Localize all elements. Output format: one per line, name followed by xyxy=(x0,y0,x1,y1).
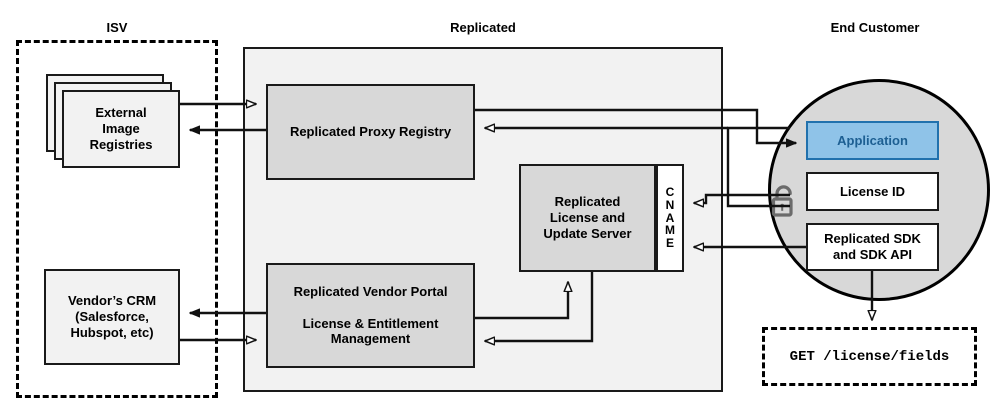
replicated-license-update-server[interactable]: Replicated License and Update Server xyxy=(519,164,656,272)
zone-title-end-customer: End Customer xyxy=(830,20,920,35)
license-id[interactable]: License ID xyxy=(806,172,939,211)
replicated-vendor-portal[interactable]: Replicated Vendor Portal License & Entit… xyxy=(266,263,475,368)
isv-boundary xyxy=(16,40,218,398)
cname-letter-n: N xyxy=(665,197,675,212)
application[interactable]: Application xyxy=(806,121,939,160)
cname-letter-a: A xyxy=(665,210,675,225)
replicated-sdk[interactable]: Replicated SDK and SDK API xyxy=(806,223,939,271)
external-image-registries[interactable]: External Image Registries xyxy=(62,90,180,168)
api-request-box[interactable]: GET /license/fields xyxy=(762,327,977,386)
cname-endpoint[interactable]: C N A M E xyxy=(656,164,684,272)
replicated-proxy-registry[interactable]: Replicated Proxy Registry xyxy=(266,84,475,180)
zone-title-isv: ISV xyxy=(106,20,128,35)
vendors-crm[interactable]: Vendor’s CRM (Salesforce, Hubspot, etc) xyxy=(44,269,180,365)
zone-title-replicated: Replicated xyxy=(450,20,516,35)
cname-letter-c: C xyxy=(665,184,675,199)
cname-letter-e: E xyxy=(665,236,674,251)
unlocked-padlock-icon xyxy=(766,180,802,222)
cname-letter-m: M xyxy=(665,223,675,238)
